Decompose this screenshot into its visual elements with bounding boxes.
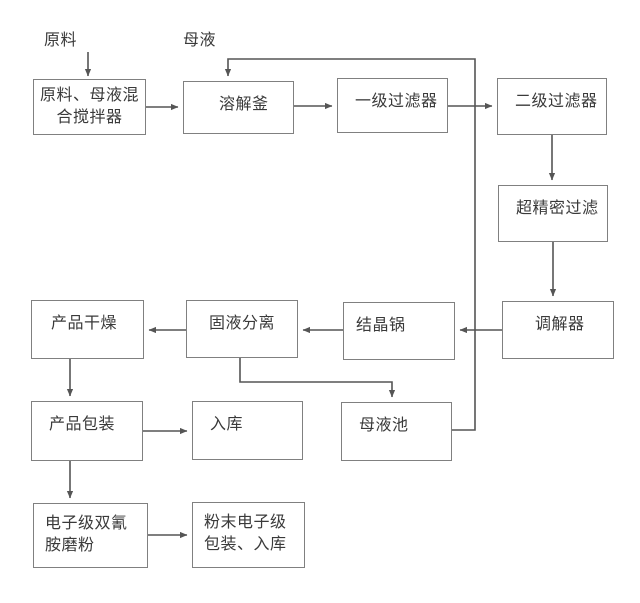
node-powder-packaging-warehousing-label: 粉末电子级 包装、入库 — [204, 514, 287, 553]
node-warehousing-label: 入库 — [210, 416, 244, 433]
node-powder-packaging-warehousing[interactable]: 粉末电子级 包装、入库 — [192, 502, 305, 568]
node-electronic-grade-dicyandiamide-milling-label: 电子级双氰 胺磨粉 — [45, 515, 128, 554]
node-mixer-label: 原料、母液混 合搅拌器 — [39, 87, 139, 126]
node-product-packaging[interactable]: 产品包装 — [31, 401, 143, 461]
node-filter-stage1-label: 一级过滤器 — [355, 93, 438, 110]
node-filter-stage2-label: 二级过滤器 — [515, 93, 598, 110]
node-conditioner-label: 调解器 — [535, 316, 585, 333]
node-ultra-fine-filter-label: 超精密过滤 — [516, 200, 599, 217]
node-solid-liquid-separation-label: 固液分离 — [209, 315, 276, 332]
node-product-drying[interactable]: 产品干燥 — [31, 300, 144, 359]
node-mother-liquor-tank-label: 母液池 — [359, 417, 409, 434]
node-mixer[interactable]: 原料、母液混 合搅拌器 — [33, 79, 146, 135]
label-mother-liquor-input: 母液 — [183, 32, 217, 49]
edge-mother-liquor-recycle — [224, 58, 476, 431]
node-electronic-grade-dicyandiamide-milling[interactable]: 电子级双氰 胺磨粉 — [33, 503, 148, 568]
node-dissolving-kettle-label: 溶解釜 — [219, 96, 269, 113]
node-crystallizer-label: 结晶锅 — [356, 317, 406, 334]
label-raw-material-input: 原料 — [44, 32, 78, 49]
node-dissolving-kettle[interactable]: 溶解釜 — [183, 81, 294, 134]
node-conditioner[interactable]: 调解器 — [502, 301, 614, 359]
node-filter-stage1[interactable]: 一级过滤器 — [337, 78, 448, 133]
node-solid-liquid-separation[interactable]: 固液分离 — [186, 300, 298, 358]
node-product-drying-label: 产品干燥 — [51, 315, 118, 332]
node-warehousing[interactable]: 入库 — [192, 401, 303, 460]
node-product-packaging-label: 产品包装 — [49, 416, 116, 433]
node-ultra-fine-filter[interactable]: 超精密过滤 — [498, 185, 608, 242]
node-mother-liquor-tank[interactable]: 母液池 — [341, 402, 452, 461]
node-crystallizer[interactable]: 结晶锅 — [343, 302, 455, 360]
node-filter-stage2[interactable]: 二级过滤器 — [497, 78, 607, 135]
edge-separation-to-mother-liquor-tank — [239, 358, 396, 398]
